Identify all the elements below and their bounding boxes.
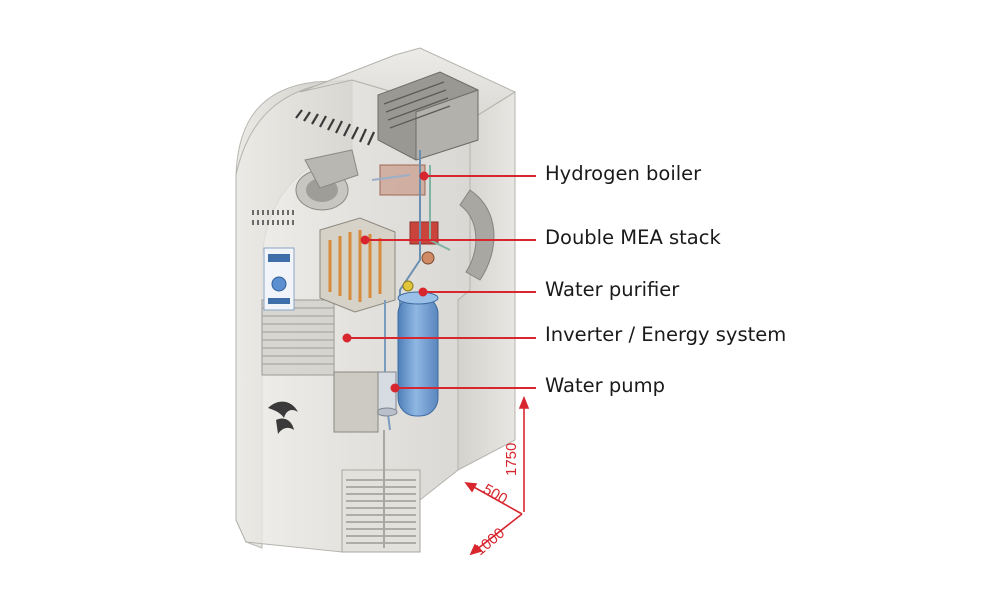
- dimension-indicator: [464, 395, 530, 556]
- depth-arrow: [464, 482, 523, 515]
- front-louver: [261, 299, 335, 376]
- side-perforations: [252, 210, 294, 225]
- water-tank: [397, 291, 439, 417]
- top-vent: [295, 109, 375, 146]
- dimension-depth: 500: [480, 481, 510, 508]
- leader-inverter-energy-system: [342, 333, 536, 343]
- label-inverter-energy-system: Inverter / Energy system: [545, 323, 787, 346]
- label-water-pump: Water pump: [545, 374, 665, 397]
- leader-water-pump: [390, 383, 536, 393]
- label-double-mea-stack: Double MEA stack: [545, 226, 721, 249]
- valve-fitting: [421, 251, 435, 265]
- leader-double-mea-stack: [360, 235, 536, 245]
- cabinet: [235, 47, 517, 553]
- boiler-unit: [377, 71, 479, 196]
- height-arrow: [518, 395, 530, 512]
- internal-components: [319, 71, 479, 548]
- label-water-purifier: Water purifier: [545, 278, 680, 301]
- label-hydrogen-boiler: Hydrogen boiler: [545, 162, 702, 185]
- pump-unit: [376, 371, 398, 417]
- inverter-box: [333, 371, 379, 433]
- bottom-grille: [341, 469, 421, 553]
- width-arrow: [469, 513, 523, 556]
- leader-hydrogen-boiler: [419, 171, 536, 181]
- callout-leaders: [342, 171, 536, 393]
- air-duct: [459, 189, 495, 281]
- flue-pipe: [295, 149, 359, 211]
- dimension-height: 1750: [503, 443, 520, 476]
- logo-emblem-icon: [268, 401, 298, 434]
- control-display: [263, 247, 295, 311]
- leader-water-purifier: [418, 287, 536, 297]
- valve-fitting: [402, 280, 414, 292]
